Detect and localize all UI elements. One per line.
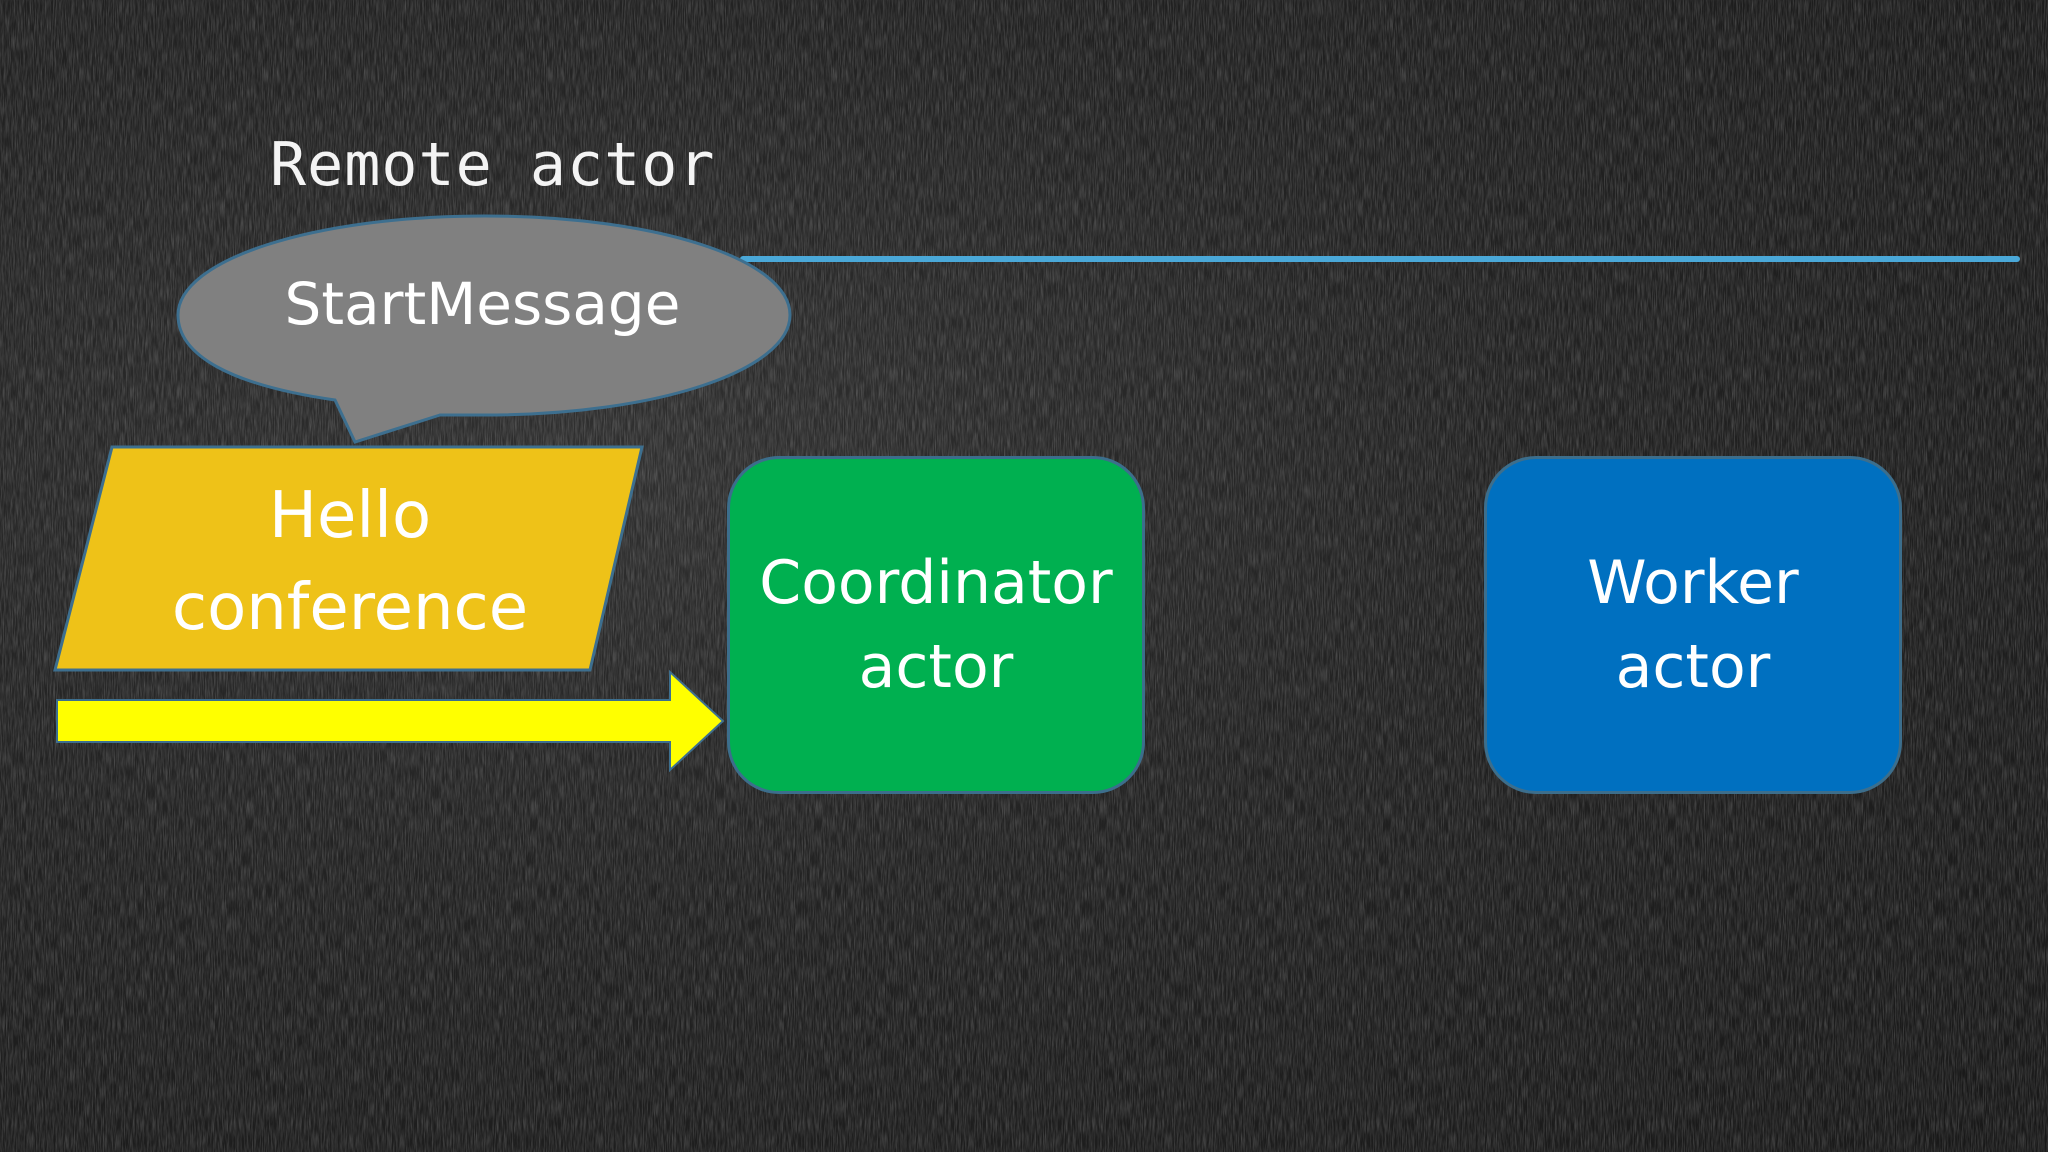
start-message-text: StartMessage	[284, 270, 681, 338]
message-line-2: conference	[171, 571, 529, 645]
worker-actor-box: Worker actor	[1484, 456, 1902, 794]
message-parallelogram	[53, 445, 644, 672]
send-arrow	[56, 669, 725, 773]
message-line-1: Hello	[268, 479, 432, 553]
coordinator-actor-label: Coordinator actor	[759, 541, 1112, 709]
worker-line-1: Worker	[1587, 548, 1799, 618]
worker-line-2: actor	[1615, 632, 1771, 702]
coordinator-line-1: Coordinator	[759, 548, 1113, 618]
coordinator-actor-box: Coordinator actor	[727, 456, 1145, 794]
remote-boundary-line	[740, 256, 2020, 262]
coordinator-line-2: actor	[858, 632, 1014, 702]
message-text: Hello conference	[120, 470, 580, 654]
worker-actor-label: Worker actor	[1587, 541, 1798, 709]
start-message-bubble	[176, 214, 792, 444]
remote-actor-label: Remote actor	[270, 130, 716, 200]
